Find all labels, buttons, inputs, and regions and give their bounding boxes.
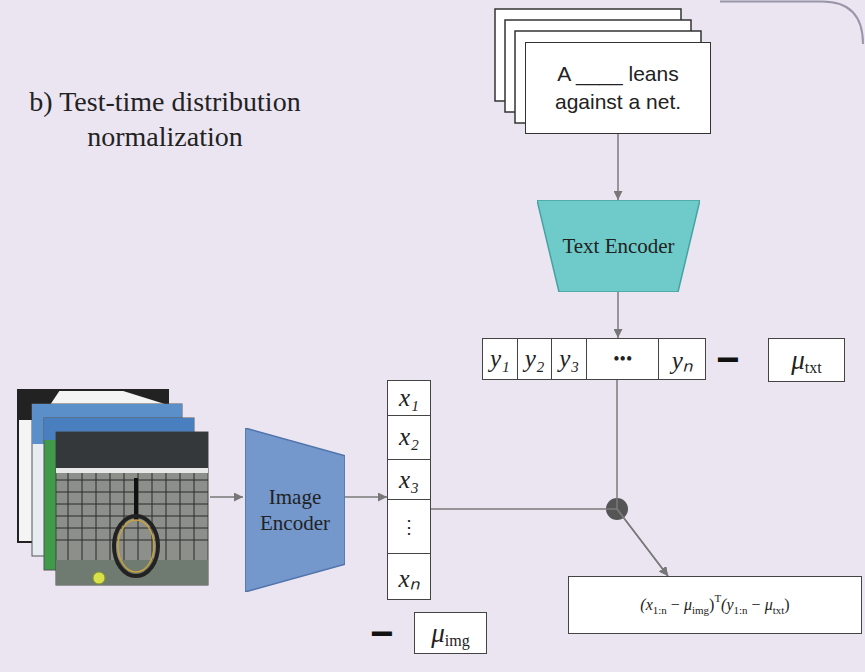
image-mean-box: μimg xyxy=(414,612,487,654)
vector-entry: y₁ xyxy=(490,345,510,373)
node-content: Image Encoder xyxy=(245,428,345,592)
similarity-formula: (x1:n−μimg)T(y1:n−μtxt) xyxy=(568,576,862,634)
vector-entry: ••• xyxy=(613,349,632,370)
vector-cell: x₂ xyxy=(388,416,430,461)
node-content: μtxt xyxy=(769,339,844,381)
text-encoder: Text Encoder xyxy=(537,200,700,292)
node-content: μimg xyxy=(415,613,486,653)
formula-part: μ xyxy=(765,596,773,614)
encoder-outline xyxy=(245,428,345,592)
connector-arrow xyxy=(617,134,619,200)
vector-entry: x₃ xyxy=(399,466,419,494)
mean-subscript: img xyxy=(445,632,470,650)
formula-part: − xyxy=(671,596,680,614)
encoder-outline xyxy=(537,200,700,292)
text-embedding-vector: y₁ y₂ y₃ ••• yₙ xyxy=(482,338,706,380)
image-embedding-vector: x₁ x₂ x₃ ⋮ xₙ xyxy=(387,380,431,600)
vector-cell: y₂ xyxy=(518,339,553,379)
formula-part: − xyxy=(752,596,761,614)
vector-entry: xₙ xyxy=(398,560,419,594)
minus-sign: − xyxy=(716,339,739,379)
vector-cell: yₙ xyxy=(659,339,705,379)
node-content: Text Encoder xyxy=(537,200,700,292)
caption-text: A ____ leans against a net. xyxy=(536,60,700,117)
vector-entry: ⋮ xyxy=(400,516,418,538)
input-arrow xyxy=(210,496,243,498)
formula-part: 1:n xyxy=(734,604,748,616)
connector-arrow xyxy=(617,380,668,576)
connector-arrow xyxy=(345,496,387,498)
image-stack xyxy=(18,390,208,585)
formula-part: ) xyxy=(784,596,789,614)
minus-sign: − xyxy=(370,613,393,653)
connector-arrow xyxy=(431,509,668,576)
vector-cell: y₁ xyxy=(483,339,518,379)
text-mean-box: μtxt xyxy=(768,338,845,382)
vector-cell: x₁ xyxy=(388,381,430,416)
mean-subscript: txt xyxy=(805,359,822,377)
node-content: (x1:n−μimg)T(y1:n−μtxt) xyxy=(569,577,861,633)
formula-part: 1:n xyxy=(653,604,667,616)
vector-entry: y₂ xyxy=(525,345,545,373)
formula-part: ) xyxy=(709,596,714,614)
encoder-shape xyxy=(245,428,345,592)
caption-card: A ____ leans against a net. xyxy=(525,42,711,134)
mean-symbol: μ xyxy=(431,618,445,649)
formula-part: (x xyxy=(640,596,652,614)
figure-title: b) Test-time distribution normalization xyxy=(0,84,330,154)
encoder-label: Text Encoder xyxy=(562,233,674,259)
connector-arrow xyxy=(617,292,619,338)
vector-cell: y₃ xyxy=(552,339,587,379)
image-encoder: Image Encoder xyxy=(245,428,345,592)
node-content: A ____ leans against a net. xyxy=(526,43,710,133)
formula-part: txt xyxy=(773,604,785,616)
vector-cell: x₃ xyxy=(388,460,430,500)
formula-part: T xyxy=(714,592,721,604)
formula-part: μ xyxy=(684,596,692,614)
vector-entry: yₙ xyxy=(672,342,693,376)
vector-entry: x₁ xyxy=(399,384,419,412)
vector-entry: x₂ xyxy=(399,423,419,451)
formula-part: (y xyxy=(721,596,733,614)
vector-cell: ••• xyxy=(587,339,659,379)
panel-border xyxy=(720,2,863,45)
encoder-label: Image Encoder xyxy=(260,484,330,537)
mean-symbol: μ xyxy=(791,345,805,376)
formula-part: img xyxy=(692,604,709,616)
vector-entry: y₃ xyxy=(559,345,579,373)
vector-cell: xₙ xyxy=(388,554,430,599)
vector-cell: ⋮ xyxy=(388,500,430,555)
